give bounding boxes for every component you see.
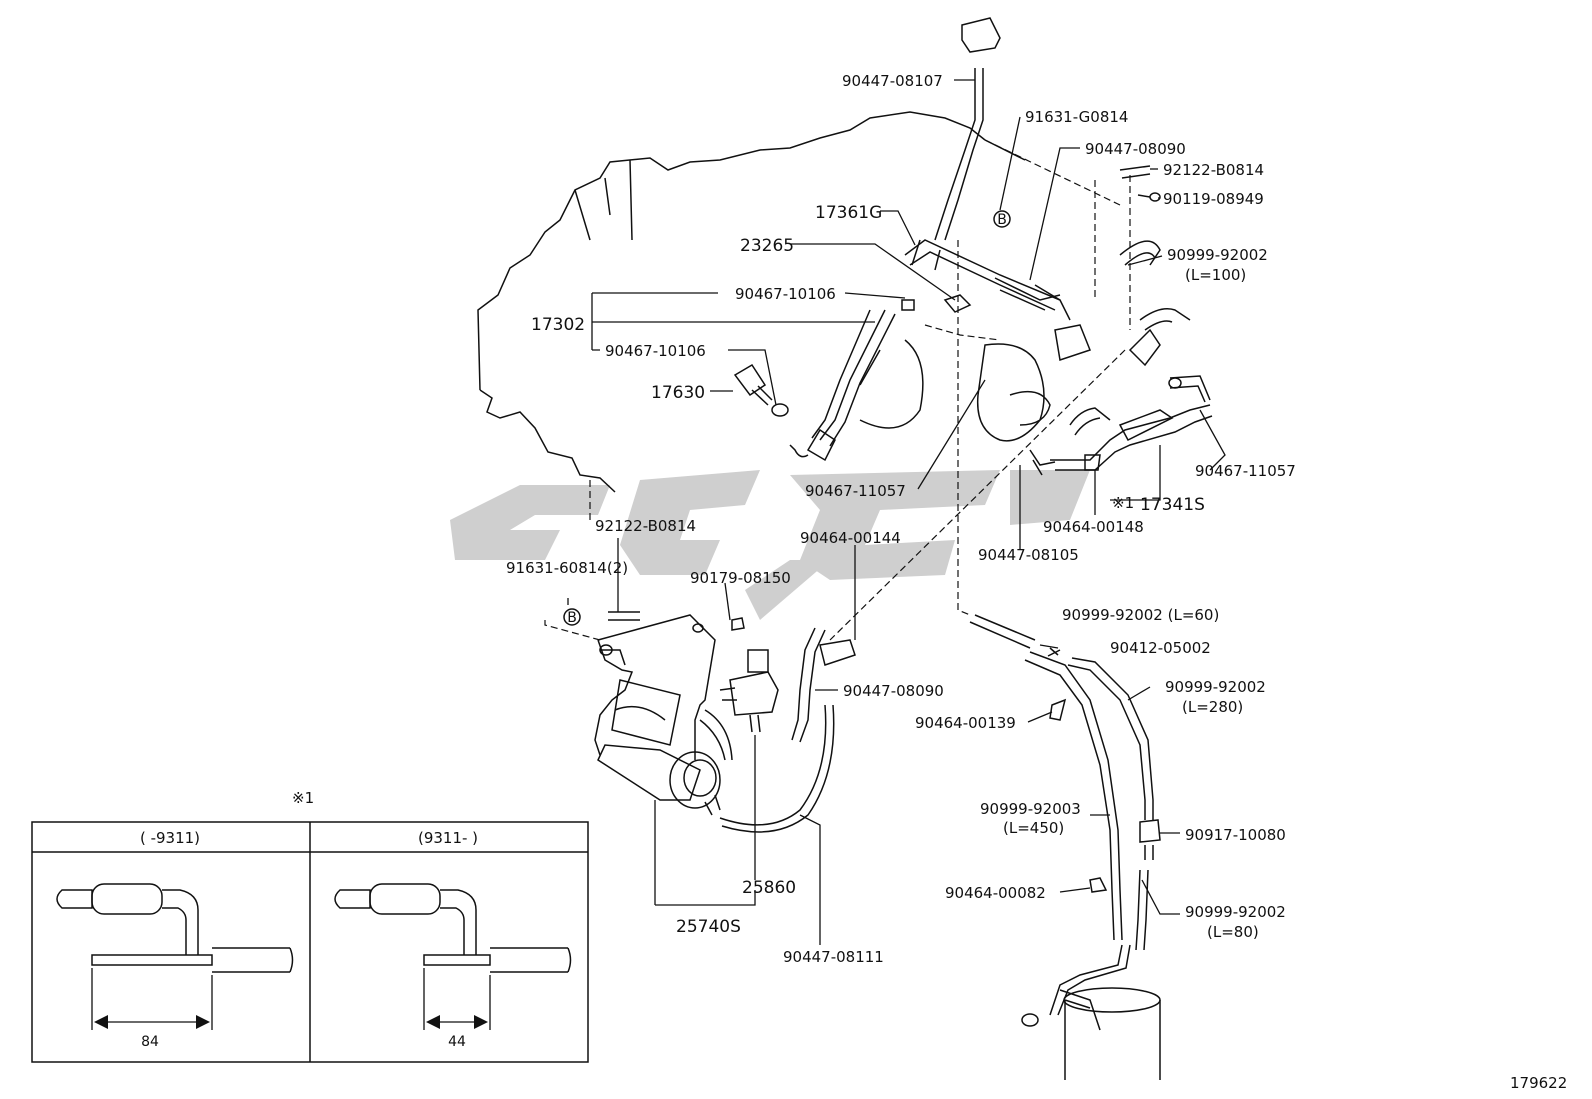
label-90917-10080: 90917-10080 bbox=[1185, 826, 1286, 844]
engine-block-outline bbox=[477, 111, 1091, 493]
label-90464-00144: 90464-00144 bbox=[800, 529, 901, 547]
label-90467-11057-right: 90467-11057 bbox=[1195, 462, 1296, 480]
label-90467-10106-b: 90467-10106 bbox=[605, 342, 706, 360]
label-90464-00139: 90464-00139 bbox=[915, 714, 1016, 732]
label-23265: 23265 bbox=[740, 236, 794, 256]
label-90447-08111: 90447-08111 bbox=[783, 948, 884, 966]
label-90447-08090-top: 90447-08090 bbox=[1085, 140, 1186, 158]
svg-text:B: B bbox=[997, 212, 1007, 228]
label-l80: (L=80) bbox=[1207, 923, 1259, 941]
charcoal-canister-assembly bbox=[594, 614, 733, 816]
label-90467-10106-a: 90467-10106 bbox=[735, 285, 836, 303]
label-92122-b0814-left: 92122-B0814 bbox=[595, 517, 696, 535]
inset-left-drawing: 84 bbox=[56, 883, 294, 1050]
fuel-pipe-17302 bbox=[789, 294, 972, 462]
label-90179-08150: 90179-08150 bbox=[690, 569, 791, 587]
hose-17341s bbox=[1029, 375, 1213, 476]
label-90464-00082: 90464-00082 bbox=[945, 884, 1046, 902]
label-17341s: 17341S bbox=[1140, 495, 1205, 515]
b-marker-top: B bbox=[993, 210, 1011, 228]
label-90999-92002-l60: 90999-92002 (L=60) bbox=[1062, 606, 1219, 624]
label-90447-08107: 90447-08107 bbox=[842, 72, 943, 90]
dashed-reference-lines bbox=[544, 139, 1131, 641]
inset-detail-box: ※1 ( -9311) (9311- ) 84 bbox=[31, 789, 589, 1063]
figure-number: 179622 bbox=[1510, 1074, 1567, 1092]
fuel-hoses-upper bbox=[904, 165, 1191, 367]
inset-mark: ※1 bbox=[292, 789, 314, 807]
label-90999-92002-l280: 90999-92002 bbox=[1165, 678, 1266, 696]
hoses-canister bbox=[608, 611, 856, 833]
label-17361g: 17361G bbox=[815, 203, 882, 223]
inset-right-drawing: 44 bbox=[334, 883, 572, 1050]
label-l450: (L=450) bbox=[1003, 819, 1064, 837]
leader-lines bbox=[567, 79, 1226, 945]
label-l100: (L=100) bbox=[1185, 266, 1246, 284]
label-l280: (L=280) bbox=[1182, 698, 1243, 716]
svg-text:B: B bbox=[567, 610, 577, 626]
vsv-25860 bbox=[719, 649, 779, 733]
label-90999-92002-l100: 90999-92002 bbox=[1167, 246, 1268, 264]
part-labels: 90447-08107 91631-G0814 90447-08090 9212… bbox=[506, 72, 1296, 966]
label-91631-g0814: 91631-G0814 bbox=[1025, 108, 1128, 126]
inset-right-header: (9311- ) bbox=[418, 829, 478, 847]
label-90999-92003: 90999-92003 bbox=[980, 800, 1081, 818]
label-17630: 17630 bbox=[651, 383, 705, 403]
b-marker-left: B bbox=[563, 608, 581, 626]
watermark bbox=[450, 470, 1090, 620]
hoses-lower-right bbox=[969, 614, 1161, 1080]
inset-left-header: ( -9311) bbox=[140, 829, 200, 847]
label-90467-11057-left: 90467-11057 bbox=[805, 482, 906, 500]
label-note-mark: ※1 bbox=[1112, 494, 1134, 512]
label-90447-08090-mid: 90447-08090 bbox=[843, 682, 944, 700]
label-91631-60814-2: 91631-60814(2) bbox=[506, 559, 628, 577]
label-92122-b0814-top: 92122-B0814 bbox=[1163, 161, 1264, 179]
inset-right-dimension: 44 bbox=[448, 1034, 466, 1050]
label-90447-08105: 90447-08105 bbox=[978, 546, 1079, 564]
part-17630-vsv bbox=[733, 363, 789, 417]
label-90412-05002: 90412-05002 bbox=[1110, 639, 1211, 657]
label-90999-92002-l80: 90999-92002 bbox=[1185, 903, 1286, 921]
label-17302: 17302 bbox=[531, 315, 585, 335]
label-90464-00148: 90464-00148 bbox=[1043, 518, 1144, 536]
label-90119-08949: 90119-08949 bbox=[1163, 190, 1264, 208]
vent-cap bbox=[934, 17, 1001, 241]
label-25860: 25860 bbox=[742, 878, 796, 898]
label-25740s: 25740S bbox=[676, 917, 741, 937]
inset-left-dimension: 84 bbox=[141, 1034, 159, 1050]
